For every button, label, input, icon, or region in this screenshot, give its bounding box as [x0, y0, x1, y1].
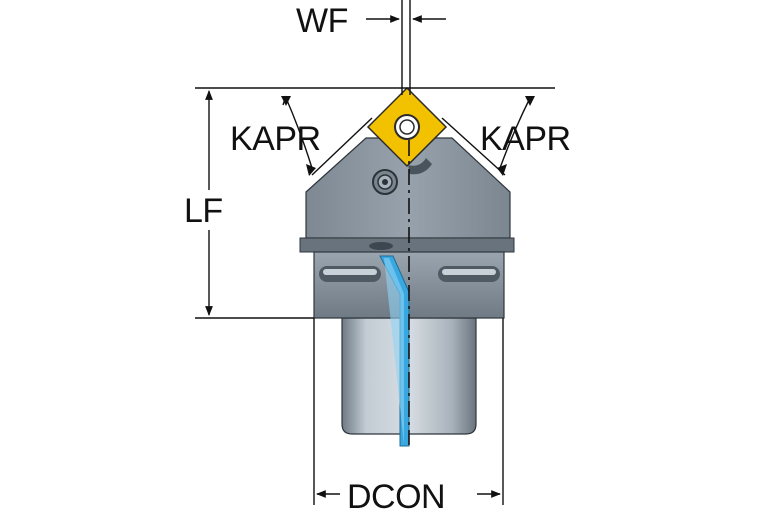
kapr-left-label: KAPR — [230, 120, 321, 158]
lf-label: LF — [184, 192, 223, 230]
left-slot — [319, 266, 381, 282]
kapr-right-label: KAPR — [480, 120, 571, 158]
dcon-label: DCON — [347, 478, 445, 516]
dimension-lines — [195, 0, 555, 505]
right-slot — [438, 266, 500, 282]
clamp-screw — [372, 169, 398, 195]
kapr-arrowheads — [281, 96, 535, 176]
cutting-insert — [366, 86, 448, 168]
wf-label: WF — [296, 2, 348, 40]
coolant-channel — [379, 255, 410, 447]
